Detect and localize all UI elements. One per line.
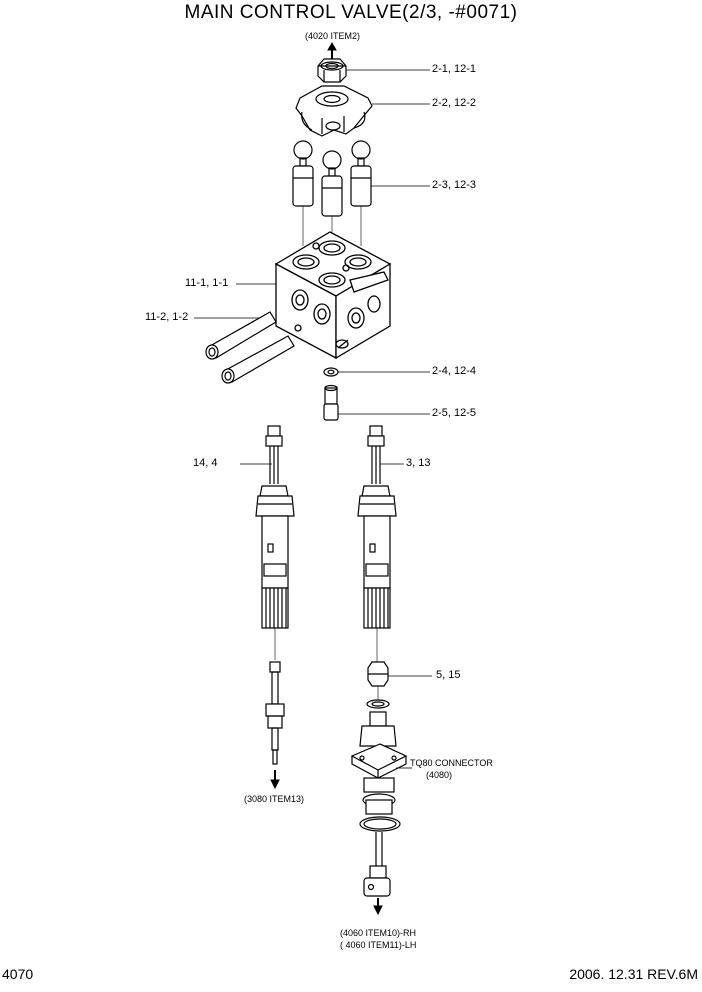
callout-11-1: 11-1, 1-1	[185, 277, 229, 289]
callout-3-13: 3, 13	[406, 457, 431, 469]
callout-2-1: 2-1, 12-1	[432, 63, 477, 75]
cross-plate	[295, 85, 373, 137]
right-handle-assembly	[357, 425, 397, 664]
ref-top: (4020 ITEM2)	[305, 31, 361, 41]
hex-nut	[367, 661, 389, 700]
ref-bottom-rh: (4060 ITEM10)-RH	[340, 928, 417, 938]
callout-2-2: 2-2, 12-2	[432, 97, 477, 109]
bolt	[323, 384, 339, 421]
page-number: 4070	[2, 966, 34, 982]
ref-connector-code: (4080)	[426, 770, 453, 780]
date-revision: 2006. 12.31 REV.6M	[569, 966, 698, 982]
callout-2-4: 2-4, 12-4	[432, 365, 477, 377]
plunger-left	[292, 140, 314, 246]
pin-upper	[205, 311, 277, 360]
callout-5-15: 5, 15	[436, 669, 461, 681]
left-handle-assembly	[255, 425, 295, 765]
top-arrow-icon	[327, 41, 337, 60]
plunger-center	[321, 150, 343, 244]
ref-bottom-lh: ( 4060 ITEM11)-LH	[340, 940, 417, 950]
bottom-arrow-icon	[373, 898, 383, 916]
ref-left-bottom: (3080 ITEM13)	[244, 794, 305, 804]
plunger-right	[350, 140, 372, 246]
callout-2-3: 2-3, 12-3	[432, 179, 477, 191]
cable-end	[363, 832, 391, 897]
tq80-connector	[350, 711, 408, 815]
callout-14-4: 14, 4	[193, 457, 218, 469]
washer	[323, 367, 339, 377]
page-title: MAIN CONTROL VALVE(2/3, -#0071)	[184, 2, 518, 23]
left-bottom-arrow-icon	[270, 770, 280, 790]
callout-2-5: 2-5, 12-5	[432, 407, 477, 419]
valve-body	[274, 231, 392, 360]
ref-connector-name: TQ80 CONNECTOR	[410, 758, 493, 768]
callout-11-2: 11-2, 1-2	[145, 311, 189, 323]
o-ring-lower	[359, 816, 401, 832]
pin-lower	[221, 335, 295, 384]
o-ring-upper	[366, 699, 390, 709]
top-nut	[317, 58, 347, 83]
